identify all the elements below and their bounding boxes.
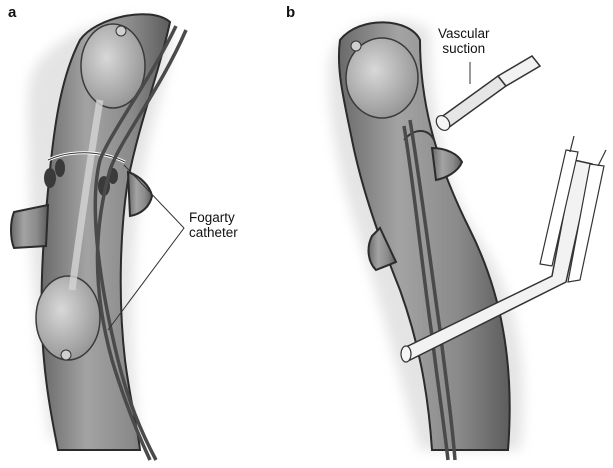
balloon-tip-upper-a xyxy=(115,25,127,37)
balloon-upper-b xyxy=(345,37,419,119)
callout-fogarty-catheter: Fogarty catheter xyxy=(189,210,238,240)
fogarty-catheter-b-inner xyxy=(402,125,450,461)
vessel-b xyxy=(337,21,511,451)
vascular-suction-tip xyxy=(435,55,542,132)
callout-vascular-suction: Vascular suction xyxy=(438,26,490,56)
ligature-knots-a xyxy=(44,151,126,196)
callout-leader-a xyxy=(107,164,185,331)
callout-fogarty-line1: Fogarty xyxy=(189,210,235,225)
balloon-tip-lower-a xyxy=(60,349,72,361)
panel-label-b: b xyxy=(286,4,296,21)
panel-a-drawing xyxy=(10,13,188,461)
fogarty-catheter-inner-a xyxy=(93,25,178,461)
callout-fogarty-line2: catheter xyxy=(189,225,238,240)
side-branch-right-a xyxy=(126,170,154,218)
fogarty-catheter-b xyxy=(408,119,457,461)
balloon-tip-upper-b xyxy=(350,40,362,52)
side-branch-left-a xyxy=(10,203,50,250)
vascular-clamp xyxy=(400,135,607,363)
callout-suction-line2: suction xyxy=(442,41,486,56)
panel-label-a: a xyxy=(8,4,17,21)
inner-lumen-a xyxy=(68,99,104,291)
balloon-lower-a xyxy=(35,275,101,361)
panel-b-drawing xyxy=(329,20,607,461)
callout-suction-line1: Vascular xyxy=(438,26,490,41)
balloon-upper-a xyxy=(80,23,146,109)
side-branch-left-b xyxy=(367,226,398,272)
side-branch-right-b xyxy=(430,146,464,182)
